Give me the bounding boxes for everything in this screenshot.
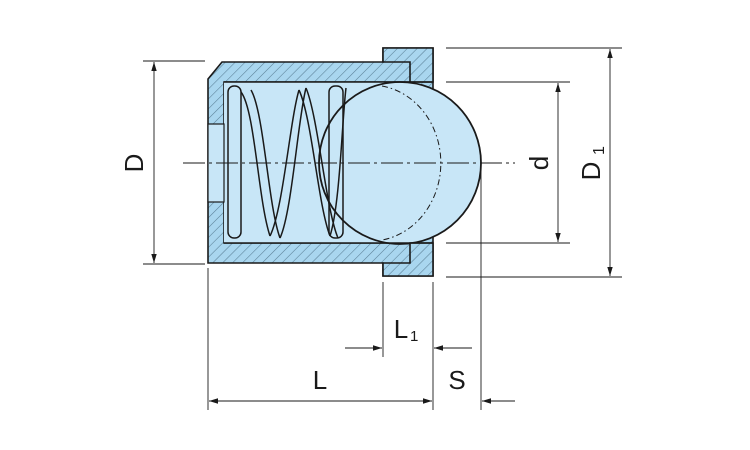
label-D1-sub: 1	[591, 146, 608, 155]
label-D: D	[119, 154, 149, 173]
dimension-lines	[151, 49, 613, 404]
label-L1-main: L	[394, 314, 408, 344]
label-d: d	[524, 156, 554, 170]
label-D1-main: D	[576, 162, 606, 181]
label-D1: D 1	[576, 146, 608, 180]
label-L1-sub: 1	[410, 328, 418, 345]
label-L: L	[313, 365, 327, 395]
label-L1: L 1	[394, 314, 419, 345]
extension-lines	[143, 47, 622, 410]
label-S: S	[448, 365, 465, 395]
